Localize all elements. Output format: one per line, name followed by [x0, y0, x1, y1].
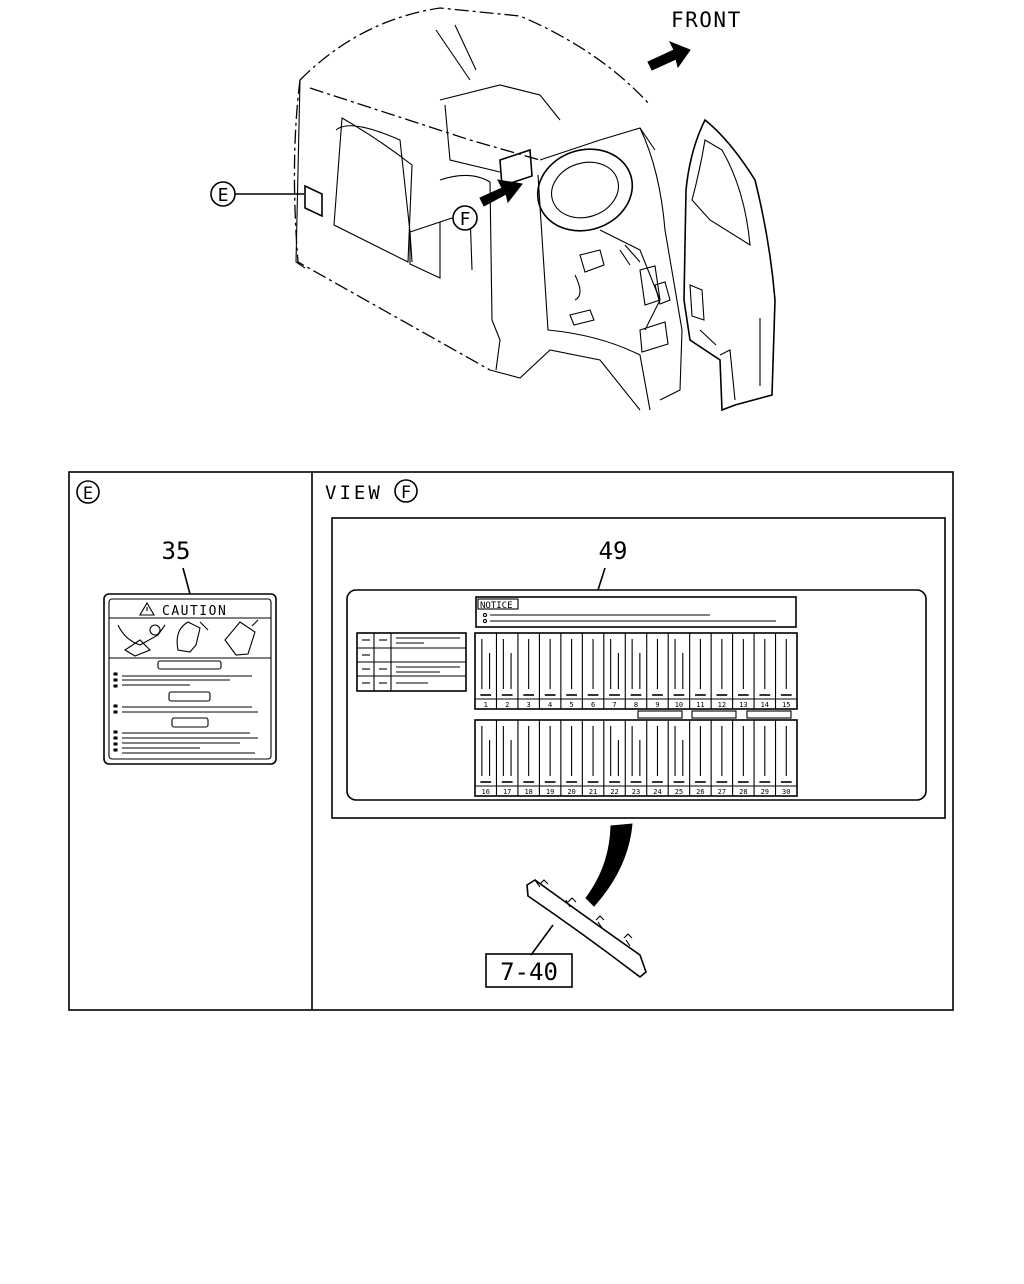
fuse-number: 25: [675, 788, 683, 796]
front-direction-indicator: FRONT: [647, 8, 742, 71]
panel-e: E 35 CAUTION: [76, 480, 277, 765]
callout-e-letter: E: [218, 185, 229, 206]
door-pictogram-icon: [224, 619, 259, 656]
fuse-number: 22: [610, 788, 618, 796]
fuse-number: 18: [524, 788, 532, 796]
fuse-number: 17: [503, 788, 511, 796]
panel-view-f: VIEW F 49 NOTICE: [325, 479, 946, 988]
fuse-number: 30: [782, 788, 790, 796]
part-number-49: 49: [599, 537, 628, 565]
legend-table: [356, 632, 467, 692]
pointer-arrow-icon: [585, 823, 633, 907]
fuse-number: 3: [527, 701, 531, 709]
fuse-number: 19: [546, 788, 554, 796]
fuse-grid-row-2: 16 17 18 19 20 21 22 23 24 25 26 27 28 29 30: [474, 719, 798, 797]
callout-e-marker[interactable]: E: [210, 181, 304, 207]
fuse-number: 15: [782, 701, 790, 709]
panel-e-callout: E: [83, 484, 93, 504]
view-f-arrow-icon: [479, 179, 523, 207]
seat-pictogram-icon: [176, 621, 209, 653]
fuse-number: 13: [739, 701, 747, 709]
caution-heading: CAUTION: [162, 604, 227, 619]
person-pictogram-icon: [117, 624, 166, 657]
fuse-box-cover[interactable]: [526, 879, 647, 979]
fuse-number: 16: [482, 788, 490, 796]
fuse-number: 1: [484, 701, 488, 709]
fuse-number: 24: [653, 788, 661, 796]
front-label: FRONT: [671, 8, 742, 32]
reference-7-40: 7-40: [500, 958, 558, 986]
part-number-35: 35: [162, 537, 191, 565]
fuse-number: 14: [761, 701, 769, 709]
fuse-number: 5: [569, 701, 573, 709]
fuse-number: 28: [739, 788, 747, 796]
fuse-number: 26: [696, 788, 704, 796]
detail-frame: [68, 471, 954, 1011]
front-arrow-icon: [647, 41, 691, 71]
fuse-number: 27: [718, 788, 726, 796]
fuse-number: 10: [675, 701, 683, 709]
fuse-number: 12: [718, 701, 726, 709]
fuse-number: 4: [548, 701, 552, 709]
fuse-number: 21: [589, 788, 597, 796]
callout-f-letter: F: [460, 209, 471, 230]
fuse-number: 8: [634, 701, 638, 709]
callout-f-marker[interactable]: F: [452, 179, 523, 231]
fuse-number: 23: [632, 788, 640, 796]
reference-7-40-box[interactable]: 7-40: [485, 953, 573, 988]
caution-label[interactable]: CAUTION: [103, 593, 277, 765]
fuse-number: 9: [655, 701, 659, 709]
fuse-label[interactable]: NOTICE: [346, 589, 927, 801]
cab-illustration: [293, 7, 776, 412]
notice-heading: NOTICE: [480, 601, 513, 611]
view-label: VIEW: [325, 482, 383, 504]
warning-triangle-icon: [139, 601, 155, 616]
fuse-number: 6: [591, 701, 595, 709]
view-callout: F: [401, 483, 411, 503]
fuse-number: 20: [567, 788, 575, 796]
fuse-number: 2: [505, 701, 509, 709]
fuse-number: 29: [761, 788, 769, 796]
fuse-number: 11: [696, 701, 704, 709]
fuse-number: 7: [612, 701, 616, 709]
